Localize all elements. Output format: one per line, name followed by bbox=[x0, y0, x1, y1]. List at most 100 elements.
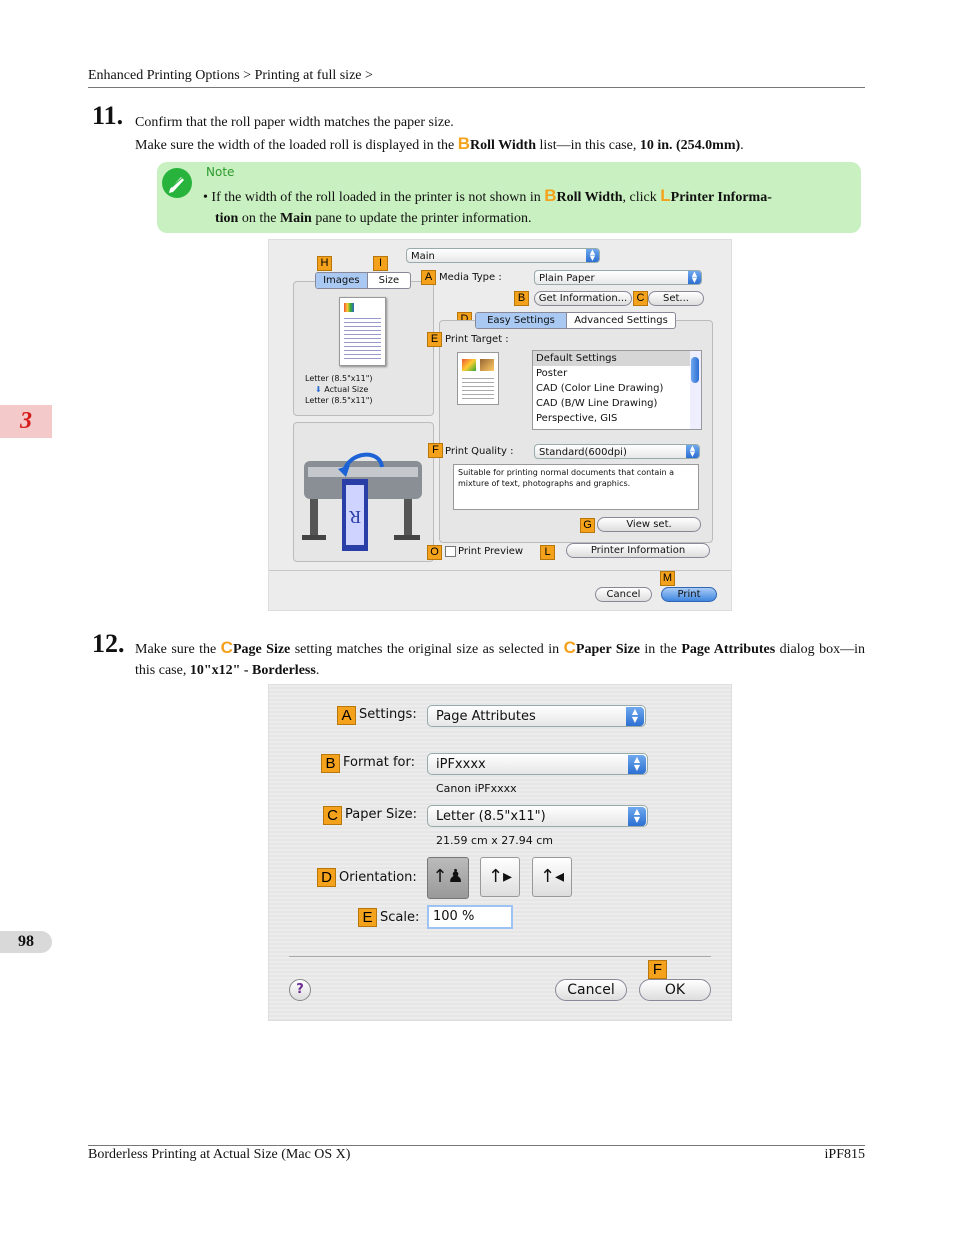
list-item[interactable]: CAD (Color Line Drawing) bbox=[536, 383, 664, 394]
print-preview-checkbox[interactable] bbox=[445, 546, 456, 557]
header-rule bbox=[88, 87, 865, 88]
media-type-popup[interactable]: Plain Paper ▲▼ bbox=[534, 270, 702, 285]
text: Make sure the width of the loaded roll i… bbox=[135, 138, 455, 153]
text: . bbox=[315, 663, 320, 678]
tab-size[interactable]: Size bbox=[366, 273, 410, 288]
bold-text: 10"x12" - Borderless bbox=[189, 663, 316, 678]
text: Make sure the bbox=[135, 642, 217, 657]
tab-images[interactable]: Images bbox=[316, 273, 367, 288]
panel-select-popup[interactable]: Main ▲▼ bbox=[406, 248, 600, 263]
print-preview-label: Print Preview bbox=[458, 546, 524, 557]
paper-size-subtext: 21.59 cm x 27.94 cm bbox=[436, 834, 554, 847]
cancel-button[interactable]: Cancel bbox=[555, 979, 627, 1001]
label-e: E bbox=[427, 332, 442, 347]
popup-arrows-icon: ▲▼ bbox=[628, 807, 646, 826]
list-item[interactable]: Poster bbox=[536, 368, 568, 379]
portrait-orientation-icon[interactable]: ↑♟ bbox=[427, 857, 469, 899]
set-button[interactable]: Set... bbox=[648, 291, 704, 306]
label-b-icon: B bbox=[457, 134, 470, 153]
text: dialog box—in this case, bbox=[135, 642, 866, 678]
quality-description: Suitable for printing normal documents t… bbox=[453, 464, 699, 510]
view-tabs: Images Size bbox=[315, 272, 411, 289]
chapter-tab: 3 bbox=[0, 405, 52, 438]
step-number: 12. bbox=[92, 629, 125, 658]
note-box: Note • If the width of the roll loaded i… bbox=[157, 162, 861, 233]
label-f: F bbox=[648, 960, 667, 979]
popup-value: Plain Paper bbox=[539, 273, 595, 284]
scroll-thumb[interactable] bbox=[691, 357, 699, 383]
step-line: Make sure the width of the loaded roll i… bbox=[135, 133, 865, 156]
popup-arrows-icon: ▲▼ bbox=[628, 755, 646, 774]
printer-information-button[interactable]: Printer Information bbox=[566, 543, 710, 558]
text: . bbox=[740, 138, 744, 153]
bullet: • bbox=[203, 190, 208, 205]
scale-input[interactable]: 100 % bbox=[427, 905, 513, 929]
list-scrollbar[interactable] bbox=[690, 351, 701, 429]
media-type-label: Media Type : bbox=[439, 272, 502, 283]
tab-advanced-settings[interactable]: Advanced Settings bbox=[566, 313, 675, 328]
landscape-left-orientation-icon[interactable]: ↑▸ bbox=[480, 857, 520, 897]
label-i: I bbox=[373, 256, 388, 271]
page-thumbnail bbox=[339, 297, 386, 366]
print-button[interactable]: Print bbox=[661, 587, 717, 602]
label-a: A bbox=[337, 706, 356, 725]
list-item-selected[interactable]: Default Settings bbox=[533, 351, 701, 366]
size-text: Letter (8.5"x11") bbox=[305, 374, 373, 383]
list-item[interactable]: CAD (B/W Line Drawing) bbox=[536, 398, 658, 409]
mode-tabs: Easy Settings Advanced Settings bbox=[475, 312, 676, 329]
text: setting matches the original size as sel… bbox=[294, 642, 560, 657]
text: If the width of the roll loaded in the p… bbox=[211, 190, 541, 205]
size-info: Letter (8.5"x11") ⬇ Actual Size Letter (… bbox=[305, 373, 373, 406]
dialog-divider bbox=[289, 956, 711, 957]
popup-value: Main bbox=[411, 251, 435, 262]
label-c-icon: C bbox=[220, 638, 233, 657]
footer-model: iPF815 bbox=[824, 1147, 865, 1162]
popup-arrows-icon: ▲▼ bbox=[586, 249, 599, 262]
bold-text: Roll Width bbox=[470, 138, 537, 153]
bold-text: Paper Size bbox=[575, 642, 640, 657]
print-target-list[interactable]: Default Settings Poster CAD (Color Line … bbox=[532, 350, 702, 430]
text: list—in this case, bbox=[539, 138, 637, 153]
format-for-subtext: Canon iPFxxxx bbox=[436, 782, 517, 795]
list-item[interactable]: Perspective, GIS bbox=[536, 413, 618, 424]
format-for-popup[interactable]: iPFxxxx ▲▼ bbox=[427, 753, 648, 775]
label-c: C bbox=[633, 291, 648, 306]
label-g: G bbox=[580, 518, 595, 533]
get-information-button[interactable]: Get Information... bbox=[534, 291, 632, 306]
breadcrumb-separator: > bbox=[365, 68, 373, 83]
svg-text:R: R bbox=[349, 507, 361, 527]
view-set-button[interactable]: View set. bbox=[597, 517, 701, 532]
scale-label: Scale: bbox=[380, 910, 420, 925]
step-text: Confirm that the roll paper width matche… bbox=[135, 112, 865, 156]
footer-title: Borderless Printing at Actual Size (Mac … bbox=[88, 1147, 351, 1162]
settings-label: Settings: bbox=[359, 707, 417, 722]
paper-size-popup[interactable]: Letter (8.5"x11") ▲▼ bbox=[427, 805, 648, 827]
cancel-button[interactable]: Cancel bbox=[595, 587, 652, 602]
orientation-label: Orientation: bbox=[339, 870, 417, 885]
label-b: B bbox=[514, 291, 529, 306]
arrow-down-icon: ⬇ bbox=[315, 385, 322, 394]
breadcrumb: Enhanced Printing Options > Printing at … bbox=[88, 68, 373, 84]
print-quality-label: Print Quality : bbox=[445, 446, 514, 457]
print-quality-popup[interactable]: Standard(600dpi) ▲▼ bbox=[534, 444, 700, 459]
dialog-divider bbox=[269, 570, 731, 571]
bold-text: Page Size bbox=[232, 642, 291, 657]
help-icon[interactable]: ? bbox=[289, 979, 311, 1001]
popup-arrows-icon: ▲▼ bbox=[626, 707, 644, 726]
page-number-tab: 98 bbox=[0, 931, 52, 953]
ok-button[interactable]: OK bbox=[639, 979, 711, 1001]
label-h: H bbox=[317, 256, 332, 271]
landscape-right-orientation-icon[interactable]: ↑◂ bbox=[532, 857, 572, 897]
size-text: Letter (8.5"x11") bbox=[305, 396, 373, 405]
text: pane to update the printer information. bbox=[315, 211, 532, 226]
bold-text: 10 in. (254.0mm) bbox=[639, 138, 741, 153]
step-number: 11. bbox=[92, 101, 124, 130]
settings-popup[interactable]: Page Attributes ▲▼ bbox=[427, 705, 646, 727]
bold-text: Page Attributes bbox=[681, 642, 776, 657]
label-e: E bbox=[358, 908, 377, 927]
label-l-icon: L bbox=[660, 186, 671, 205]
tab-easy-settings[interactable]: Easy Settings bbox=[476, 313, 566, 328]
note-text: • If the width of the roll loaded in the… bbox=[203, 185, 853, 229]
breadcrumb-separator: > bbox=[243, 68, 252, 83]
label-b-icon: B bbox=[544, 186, 557, 205]
